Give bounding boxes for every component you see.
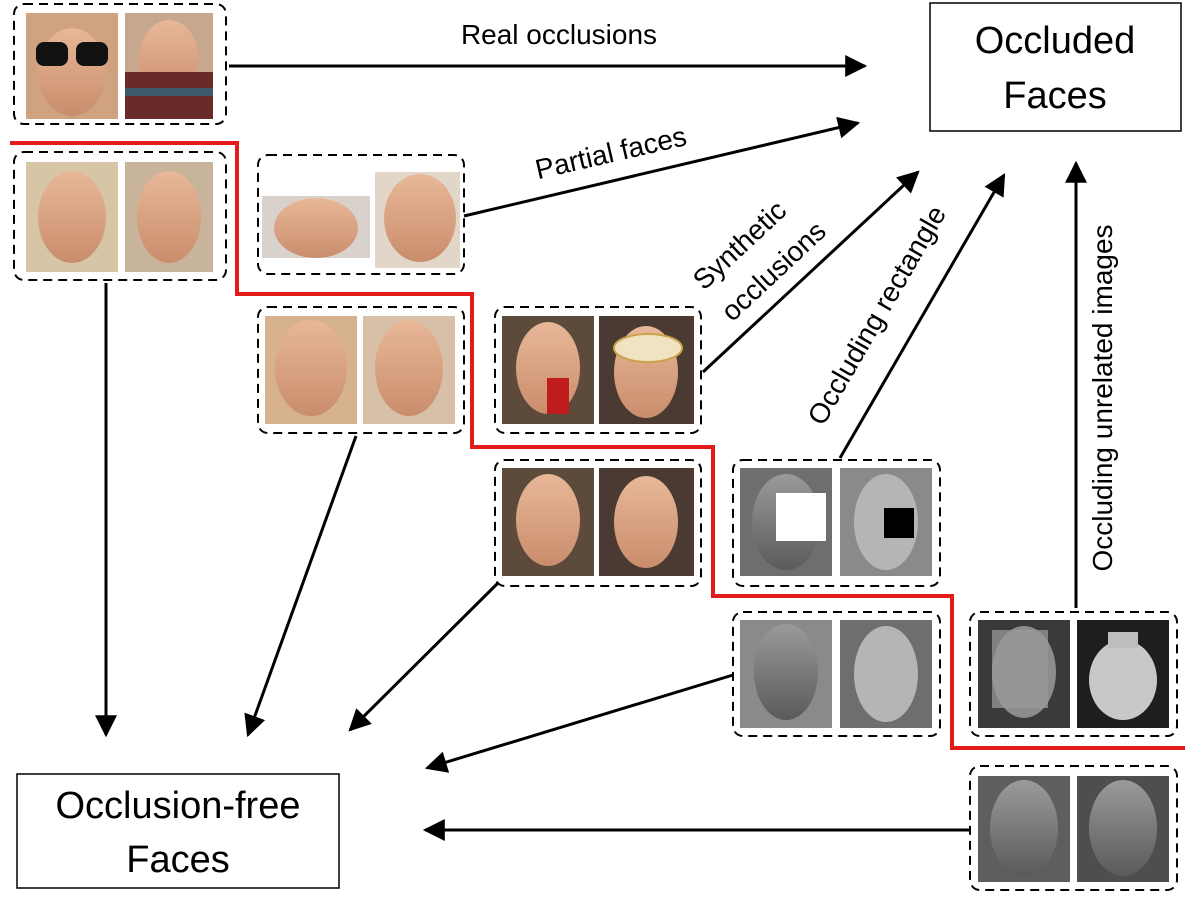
occluded-faces-label-line1: Occluded: [975, 20, 1136, 62]
arrow-synthetic-occlusions: [701, 170, 920, 374]
separator-line: [10, 141, 1185, 750]
label-real-occlusions: Real occlusions: [461, 19, 657, 50]
face-thumbnail-white-block: [740, 468, 832, 576]
face-thumbnail-black-block: [840, 468, 932, 576]
arrow-occluding-rectangle: [838, 173, 1006, 459]
face-thumbnail: [502, 468, 594, 576]
face-thumbnail: [1077, 776, 1169, 882]
arrow-partial-faces: [463, 116, 861, 218]
face-thumbnail-sunglasses: [26, 13, 118, 119]
face-group-partial-faces: [257, 154, 465, 275]
arrow-clean-2: [244, 435, 358, 738]
face-group-clean-4: [732, 611, 941, 737]
face-thumbnail-partial: [262, 196, 370, 258]
occluded-faces-label-line2: Faces: [1003, 75, 1106, 117]
face-group-clean-5: [969, 765, 1178, 891]
face-thumbnail-mug: [502, 316, 594, 424]
label-occluding-unrelated: Occluding unrelated images: [1087, 224, 1118, 571]
face-thumbnail: [840, 620, 932, 728]
face-thumbnail-scarf: [125, 13, 213, 119]
face-thumbnail: [363, 316, 455, 424]
face-group-clean-2: [257, 306, 465, 434]
face-group-unrelated-images: [969, 611, 1178, 737]
occlusion-free-faces-box: Occlusion-free Faces: [16, 773, 340, 889]
face-group-occluding-rectangle: [732, 459, 941, 587]
face-thumbnail: [125, 162, 213, 272]
occlusion-free-faces-label-line2: Faces: [126, 839, 229, 881]
face-thumbnail-vase: [1077, 620, 1169, 728]
face-thumbnail-partial: [375, 172, 460, 268]
arrow-clean-4: [424, 673, 734, 773]
face-thumbnail-baboon: [978, 620, 1070, 728]
label-partial-faces: Partial faces: [532, 120, 689, 185]
face-group-real-occlusions: [13, 3, 227, 125]
face-thumbnail: [599, 468, 694, 576]
occluded-faces-box: Occluded Faces: [929, 2, 1182, 132]
face-thumbnail-mask: [599, 316, 694, 424]
occlusion-free-faces-label-line1: Occlusion-free: [56, 785, 301, 827]
face-group-clean-1: [13, 151, 227, 281]
face-thumbnail: [26, 162, 118, 272]
face-group-clean-3: [494, 459, 702, 587]
face-thumbnail: [978, 776, 1070, 882]
face-thumbnail: [265, 316, 357, 424]
face-thumbnail: [740, 620, 832, 728]
face-group-synthetic-occlusions: [494, 306, 702, 434]
arrow-clean-3: [348, 581, 500, 732]
